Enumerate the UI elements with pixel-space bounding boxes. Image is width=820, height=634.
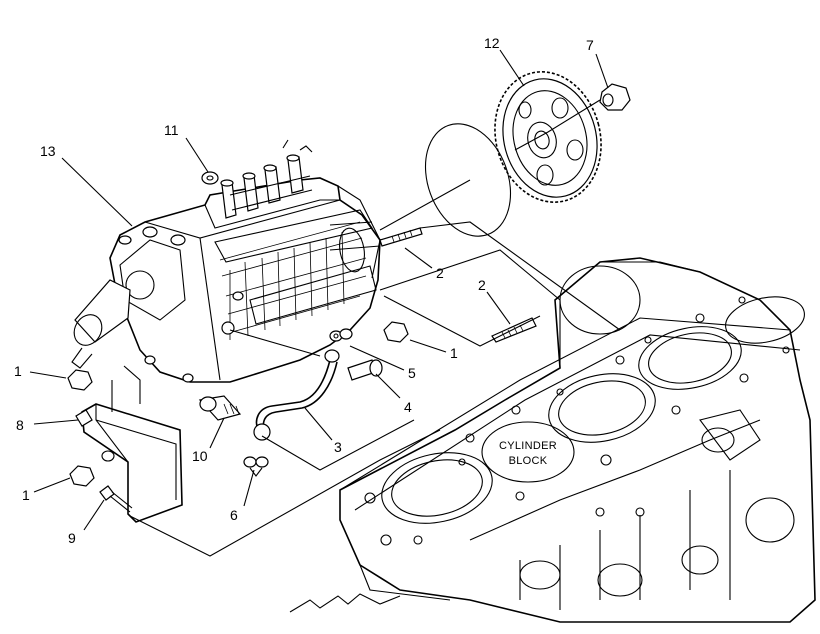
callout-4-banjo-bolt: 4 (404, 399, 412, 415)
bracket-bolt (99, 485, 133, 513)
assembly-lines (111, 221, 621, 557)
callout-6-washers: 6 (230, 507, 238, 523)
callout-11-fitting: 11 (164, 122, 179, 138)
delivery-valves (220, 139, 313, 219)
callout-3-fuel-line: 3 (334, 439, 342, 455)
gear-nut (599, 83, 631, 111)
callout-12-gear: 12 (484, 35, 500, 51)
fuel-injection-pump (71, 139, 381, 383)
nut-1-lower-pump (67, 369, 93, 391)
callout-1-right-nut: 1 (450, 345, 458, 361)
stud-upper (379, 227, 423, 247)
nut-1-bracket (69, 465, 95, 487)
callout-2-upper-stud: 2 (436, 265, 444, 281)
support-bracket (75, 403, 183, 523)
callout-1-bracket-nut: 1 (22, 487, 30, 503)
callout-10-fitting: 10 (192, 448, 208, 464)
callout-8-bracket: 8 (16, 417, 24, 433)
cylinder-block (289, 257, 816, 623)
cylinder-block-label-line1: CYLINDER (499, 440, 557, 452)
cylinder-block-label-line2: BLOCK (509, 455, 548, 467)
callout-1-pump-nut: 1 (14, 363, 22, 379)
inlet-fitting (198, 395, 242, 421)
callout-5-washers: 5 (408, 365, 416, 381)
nut-1-right (383, 321, 409, 343)
callout-13-pump: 13 (40, 143, 56, 159)
pump-drive-gear (494, 71, 602, 203)
leader-lines (29, 49, 609, 531)
callout-9-bolt: 9 (68, 530, 76, 546)
washers-lower (243, 456, 269, 477)
callout-7-gear-nut: 7 (586, 37, 594, 53)
fuel-line (253, 349, 340, 441)
cylinder-bores (381, 296, 805, 524)
washers-upper (329, 328, 353, 342)
callout-2-lower-stud: 2 (478, 277, 486, 293)
banjo-bolt (347, 359, 383, 381)
